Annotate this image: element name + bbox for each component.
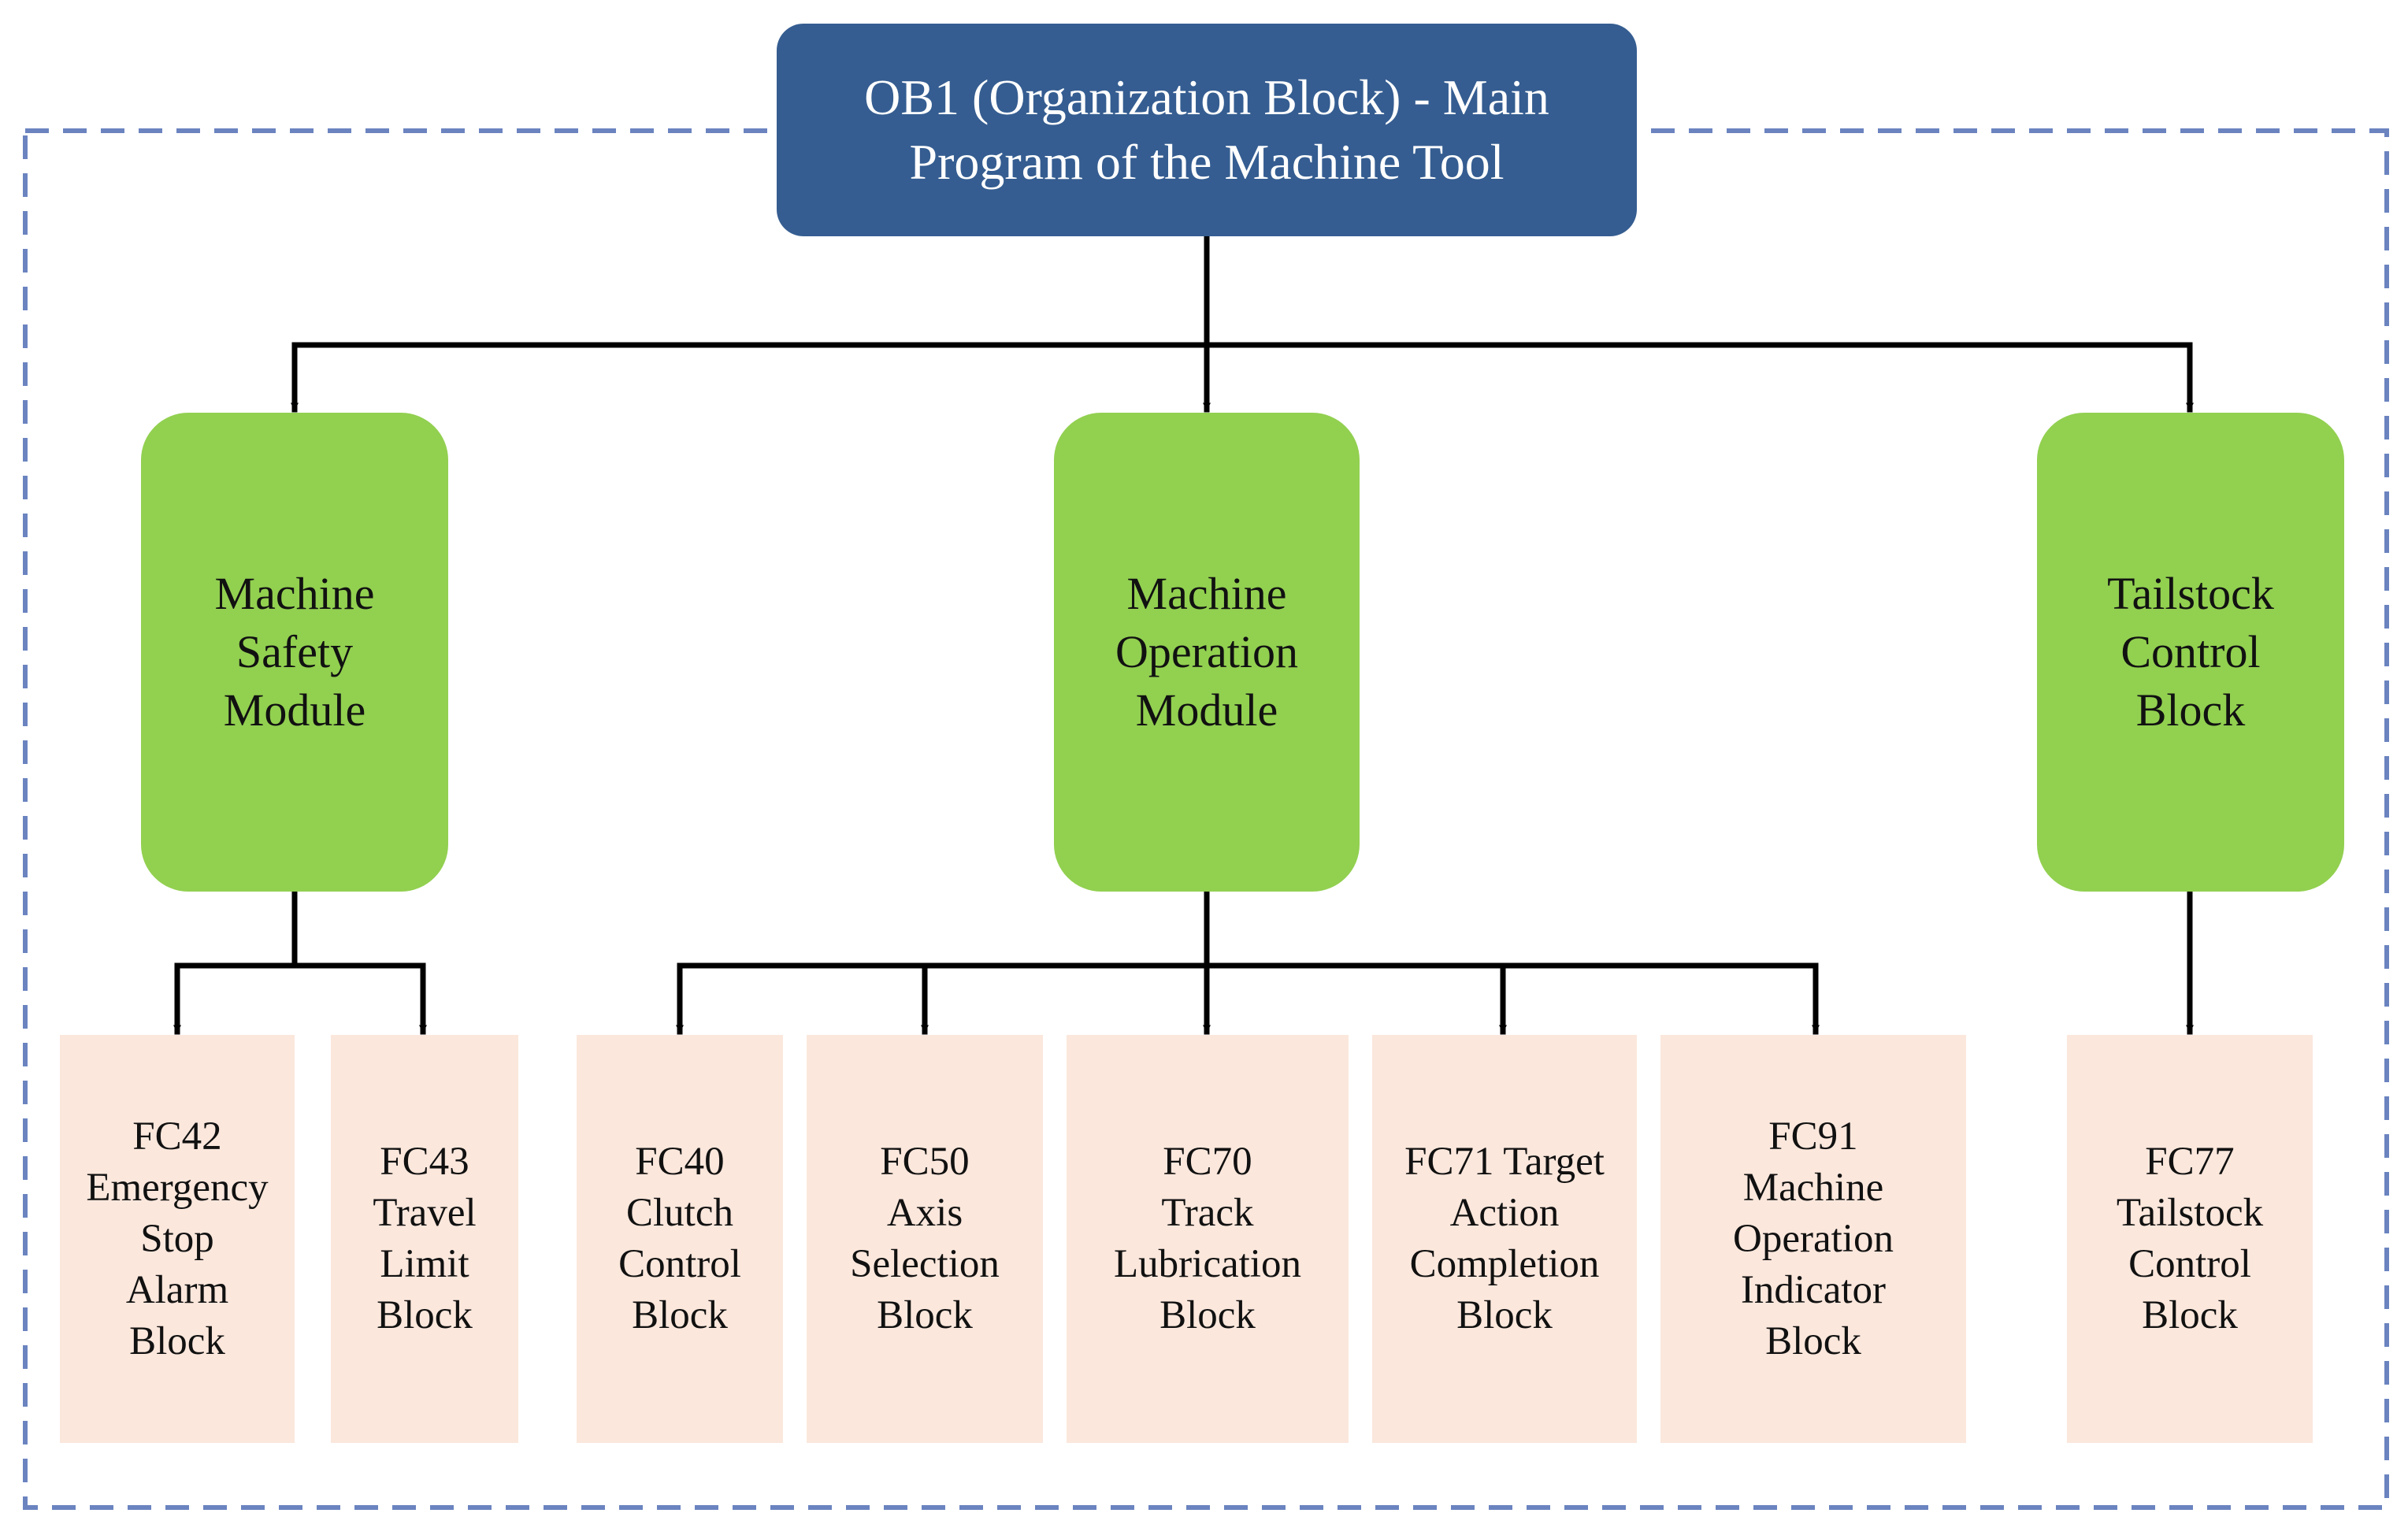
leaf-node-fc42: FC42 Emergency Stop Alarm Block (60, 1035, 295, 1443)
leaf-node-fc91: FC91 Machine Operation Indicator Block (1660, 1035, 1966, 1443)
leaf-node-fc70: FC70 Track Lubrication Block (1067, 1035, 1349, 1443)
module-node-safety: Machine Safety Module (141, 413, 448, 892)
leaf-node-fc71: FC71 Target Action Completion Block (1372, 1035, 1637, 1443)
leaf-node-fc50: FC50 Axis Selection Block (807, 1035, 1043, 1443)
leaf-node-fc43: FC43 Travel Limit Block (331, 1035, 518, 1443)
module-node-operation: Machine Operation Module (1054, 413, 1360, 892)
root-node: OB1 (Organization Block) - Main Program … (777, 24, 1637, 236)
leaf-node-fc77: FC77 Tailstock Control Block (2067, 1035, 2313, 1443)
leaf-node-fc40: FC40 Clutch Control Block (577, 1035, 783, 1443)
module-node-tailstock: Tailstock Control Block (2037, 413, 2344, 892)
